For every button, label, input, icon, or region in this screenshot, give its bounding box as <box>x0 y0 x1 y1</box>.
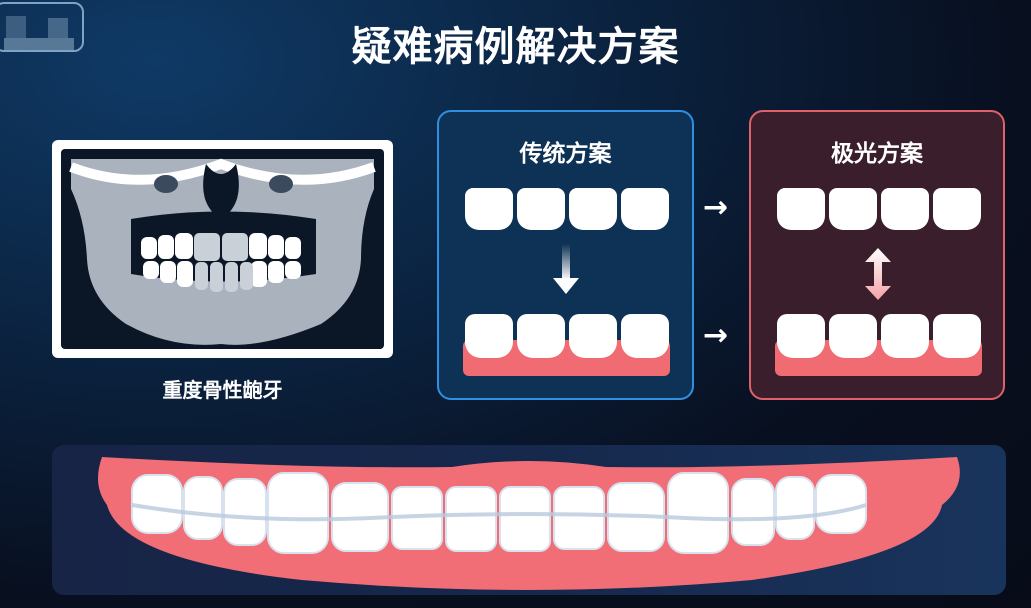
tooth-icon <box>569 314 617 358</box>
upper-teeth-row <box>777 188 981 230</box>
xray-image-frame <box>52 140 393 358</box>
xray-caption: 重度骨性龅牙 <box>162 378 283 402</box>
traditional-plan-panel: 传统方案 <box>437 110 694 400</box>
tooth-icon <box>465 314 513 358</box>
tooth-icon <box>621 314 669 358</box>
right-arrow-icon: → <box>703 318 729 353</box>
logo-placeholder <box>0 2 84 52</box>
tooth-icon <box>881 314 929 358</box>
tooth-icon <box>881 188 929 230</box>
tooth-icon <box>933 188 981 230</box>
tooth-icon <box>829 314 877 358</box>
lower-teeth-row <box>465 314 669 358</box>
tooth-icon <box>777 314 825 358</box>
skull-xray-icon <box>61 149 384 349</box>
tooth-icon <box>517 188 565 230</box>
lower-teeth-row <box>777 314 981 358</box>
tooth-icon <box>829 188 877 230</box>
upper-teeth-row <box>465 188 669 230</box>
tooth-icon <box>777 188 825 230</box>
tooth-icon <box>465 188 513 230</box>
full-teeth-arch-with-aligner-icon <box>52 445 1006 595</box>
aurora-plan-panel: 极光方案 <box>749 110 1005 400</box>
aurora-plan-title: 极光方案 <box>831 141 923 167</box>
tooth-icon <box>517 314 565 358</box>
tooth-icon <box>621 188 669 230</box>
traditional-plan-title: 传统方案 <box>519 141 612 167</box>
tooth-icon <box>569 188 617 230</box>
up-down-arrow-icon <box>865 248 891 304</box>
right-arrow-icon: → <box>703 190 729 225</box>
page-title: 疑难病例解决方案 <box>351 24 680 70</box>
down-arrow-icon <box>553 244 579 300</box>
tooth-icon <box>933 314 981 358</box>
